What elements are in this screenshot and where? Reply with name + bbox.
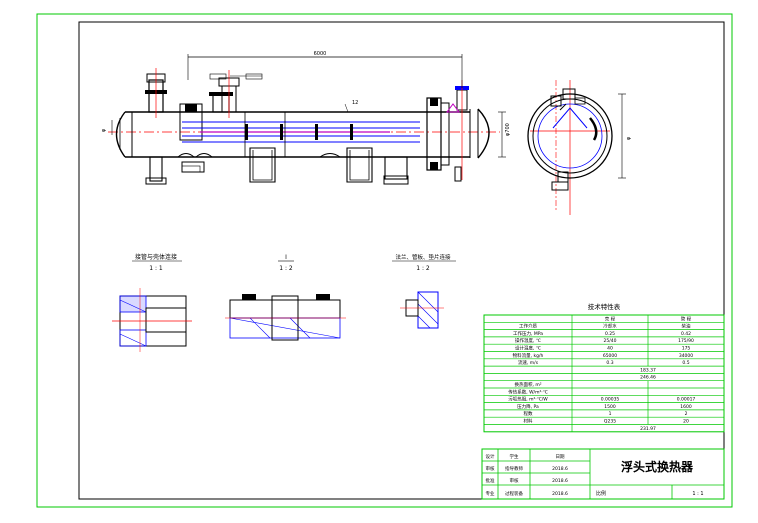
tech-cell: 40 [607, 346, 613, 352]
tech-cell: 0.5 [682, 360, 689, 366]
tech-cell: 25/40 [604, 338, 617, 344]
tech-row-label: 污垢热阻, m²·℃/W [508, 396, 548, 403]
title-block-role: 专业 [486, 490, 495, 497]
dim-right-diameter: φ700 [505, 123, 511, 136]
tech-row-label: 材料 [524, 418, 533, 425]
tech-cell: 1600 [680, 404, 692, 410]
baffle-marks [245, 124, 353, 140]
title-block-role: 审核 [486, 465, 495, 472]
tech-col-header: 壳 程 [605, 315, 616, 322]
detail-1-scale: 1 : 1 [149, 265, 163, 272]
title-block-date: 2018.6 [552, 491, 568, 497]
outer-frame [36, 13, 733, 508]
tech-cell: 175 [682, 346, 691, 352]
tech-cell: 1 [609, 411, 612, 417]
tech-cell: 0.25 [605, 331, 615, 337]
tech-row-label: 工作介质 [519, 323, 537, 330]
title-block-date: 日期 [556, 454, 565, 460]
title-block: 设计审核批准专业学生指导教师审核过程装备日期2018.62018.62018.6… [481, 448, 725, 500]
tech-cell: 0.00017 [677, 397, 696, 403]
detail-view-1: 接管与壳体连接 1 : 1 [112, 253, 192, 352]
detail-3-label: 法兰、管板、垫片连接 [395, 253, 451, 261]
tech-cell: 65000 [603, 353, 617, 359]
detail-view-3: 法兰、管板、垫片连接 1 : 2 [392, 253, 456, 329]
title-block-name: 审核 [510, 477, 519, 484]
sheet-label: 1 : 1 [692, 491, 703, 497]
dim-overall-length: 6000 [314, 51, 327, 57]
tech-row-label: 工作压力, MPa [513, 330, 543, 337]
detail-2-label: I [285, 254, 287, 261]
drawing-title: 浮头式换热器 [621, 459, 694, 474]
tech-table-title: 技术特性表 [588, 302, 621, 311]
tech-cell: 0.00035 [601, 397, 620, 403]
tech-cell: 1500 [604, 404, 616, 410]
tech-col-header: 管 程 [681, 315, 692, 322]
dim-small: 12 [352, 100, 358, 106]
detail-view-2: I 1 : 2 [225, 254, 346, 341]
tech-cell: Q235 [604, 419, 616, 425]
tech-row-label: 操作温度, ℃ [515, 337, 541, 344]
svg-text:φ: φ [626, 136, 632, 140]
tech-cell: 冷却水 [603, 323, 617, 330]
inner-frame [78, 21, 725, 500]
detail-2-scale: 1 : 2 [279, 265, 293, 272]
tech-cell: 20 [683, 419, 689, 425]
svg-text:φ: φ [101, 128, 107, 132]
detail-1-label: 接管与壳体连接 [135, 253, 177, 261]
tech-cell: 0.42 [681, 331, 691, 337]
title-block-role: 批准 [486, 477, 495, 484]
tech-row-label: 换热面积, m² [514, 381, 541, 388]
title-block-date: 2018.6 [552, 466, 568, 472]
tech-cell: 柴油 [682, 323, 691, 330]
tech-row-label: 程数 [524, 410, 533, 417]
detail-3-scale: 1 : 2 [416, 265, 430, 272]
title-block-name: 学生 [510, 453, 519, 460]
tech-merged-cell: 246.46 [640, 375, 656, 381]
title-block-role: 设计 [486, 453, 495, 460]
title-block-name: 指导教师 [505, 465, 523, 472]
tech-row-label: 压力降, Pa [517, 403, 539, 410]
tech-row-label: 设计温度, ℃ [515, 345, 541, 352]
end-view: φ [527, 80, 632, 215]
tech-merged-cell: 183.37 [640, 367, 656, 373]
tech-row-label: 物料流量, kg/h [513, 352, 544, 359]
tech-cell: 175/90 [678, 338, 694, 344]
tech-cell: 0.3 [606, 360, 613, 366]
tech-cell: 34000 [679, 353, 693, 359]
scale-label: 比例 [596, 490, 606, 497]
tech-merged-cell: 231.97 [640, 426, 656, 432]
tech-cell: 2 [685, 411, 688, 417]
tech-row-label: 流速, m/s [518, 359, 539, 366]
tech-row-label: 传热系数, W/m²·℃ [508, 388, 548, 395]
title-block-name: 过程装备 [505, 490, 523, 497]
elevation-view: 6000 12 φ φ700 [101, 51, 511, 185]
title-block-date: 2018.6 [552, 478, 568, 484]
